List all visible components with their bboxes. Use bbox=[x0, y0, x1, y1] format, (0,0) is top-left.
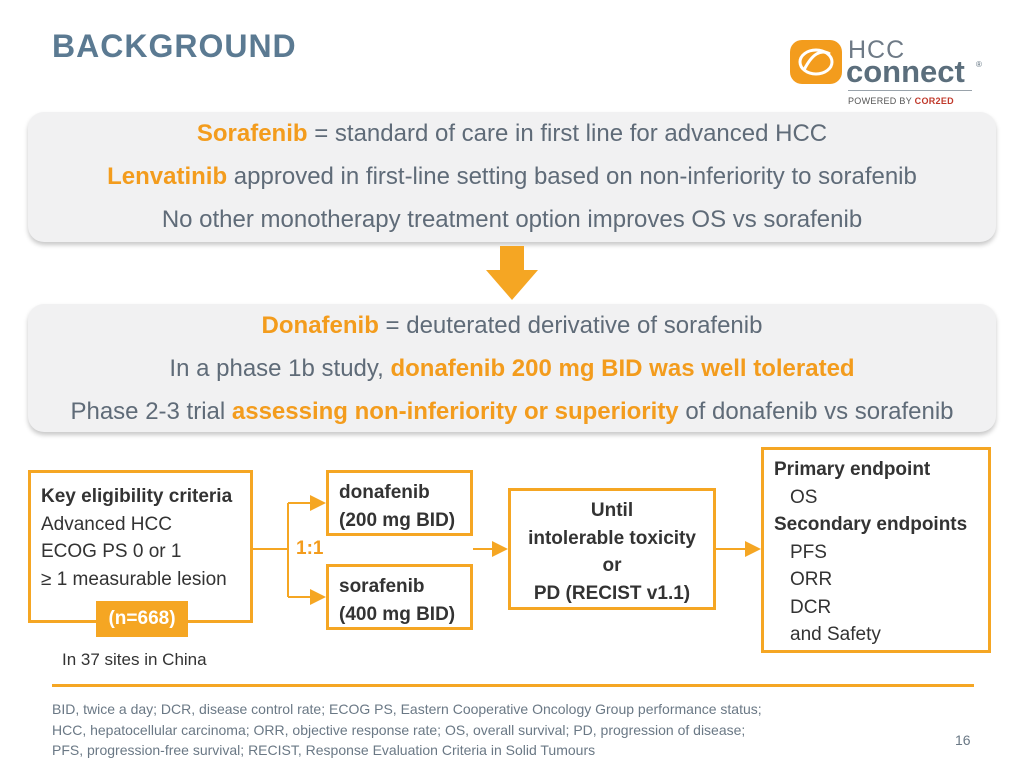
panel2-line3: Phase 2-3 trial assessing non-inferiorit… bbox=[70, 398, 954, 425]
logo-powered-by: POWERED BY COR2ED bbox=[848, 96, 954, 106]
treatment-duration-box: Until intolerable toxicity or PD (RECIST… bbox=[508, 488, 716, 610]
randomization-ratio: 1:1 bbox=[296, 538, 324, 559]
page-title: BACKGROUND bbox=[52, 28, 297, 64]
logo-registered-mark: ® bbox=[976, 60, 982, 69]
footnote-line: BID, twice a day; DCR, disease control r… bbox=[52, 701, 762, 717]
arm-drug: donafenib bbox=[339, 482, 430, 503]
endpoint-item: DCR bbox=[790, 596, 832, 618]
panel2-line1: Donafenib = deuterated derivative of sor… bbox=[261, 312, 763, 339]
sites-note: In 37 sites in China bbox=[62, 650, 207, 669]
down-arrow-icon bbox=[486, 246, 538, 300]
panel2-line2: In a phase 1b study, donafenib 200 mg BI… bbox=[169, 355, 855, 382]
endpoint-item: ORR bbox=[790, 569, 833, 590]
endpoint-item: and Safety bbox=[790, 624, 881, 645]
eligibility-item: Advanced HCC bbox=[41, 513, 172, 535]
arm-drug: sorafenib bbox=[339, 576, 425, 597]
logo-divider bbox=[848, 90, 972, 91]
donafenib-arm-box: donafenib (200 mg BID) bbox=[326, 470, 473, 536]
until-line: intolerable toxicity bbox=[528, 527, 696, 549]
arm-dose: (200 mg BID) bbox=[339, 510, 456, 531]
arm-dose: (400 mg BID) bbox=[339, 604, 456, 625]
page-number: 16 bbox=[955, 732, 971, 748]
until-line: or bbox=[602, 555, 622, 576]
footnote-line: PFS, progression-free survival; RECIST, … bbox=[52, 742, 596, 758]
donafenib-context-panel: Donafenib = deuterated derivative of sor… bbox=[28, 304, 996, 432]
primary-endpoint-heading: Primary endpoint bbox=[774, 459, 931, 480]
sorafenib-arm-box: sorafenib (400 mg BID) bbox=[326, 564, 473, 630]
eligibility-item: ECOG PS 0 or 1 bbox=[41, 541, 182, 562]
leaf-logo-icon bbox=[790, 40, 842, 84]
sorafenib-context-panel: Sorafenib = standard of care in first li… bbox=[28, 112, 996, 242]
secondary-endpoints-heading: Secondary endpoints bbox=[774, 514, 968, 535]
logo-hcc-text: HCC bbox=[848, 36, 906, 64]
endpoints-box: Primary endpoint OS Secondary endpoints … bbox=[761, 447, 991, 653]
eligibility-item: ≥ 1 measurable lesion bbox=[41, 568, 227, 590]
endpoint-item: PFS bbox=[790, 541, 827, 563]
until-line: Until bbox=[590, 500, 634, 521]
sample-size-badge: (n=668) bbox=[96, 601, 188, 637]
panel1-line3: No other monotherapy treatment option im… bbox=[161, 206, 863, 233]
eligibility-heading: Key eligibility criteria bbox=[41, 486, 233, 507]
footer-divider bbox=[52, 684, 974, 687]
until-line: PD (RECIST v1.1) bbox=[533, 582, 691, 604]
abbreviations-footnote: BID, twice a day; DCR, disease control r… bbox=[52, 699, 762, 761]
eligibility-criteria-box: Key eligibility criteria Advanced HCC EC… bbox=[28, 470, 253, 623]
panel1-line1: Sorafenib = standard of care in first li… bbox=[196, 120, 828, 147]
hcc-connect-logo: HCC connect ® POWERED BY COR2ED bbox=[790, 36, 990, 110]
endpoint-item: OS bbox=[790, 486, 818, 508]
panel1-line2: Lenvatinib approved in first-line settin… bbox=[107, 163, 917, 190]
logo-connect-text: connect bbox=[846, 54, 965, 89]
footnote-line: HCC, hepatocellular carcinoma; ORR, obje… bbox=[52, 721, 746, 738]
